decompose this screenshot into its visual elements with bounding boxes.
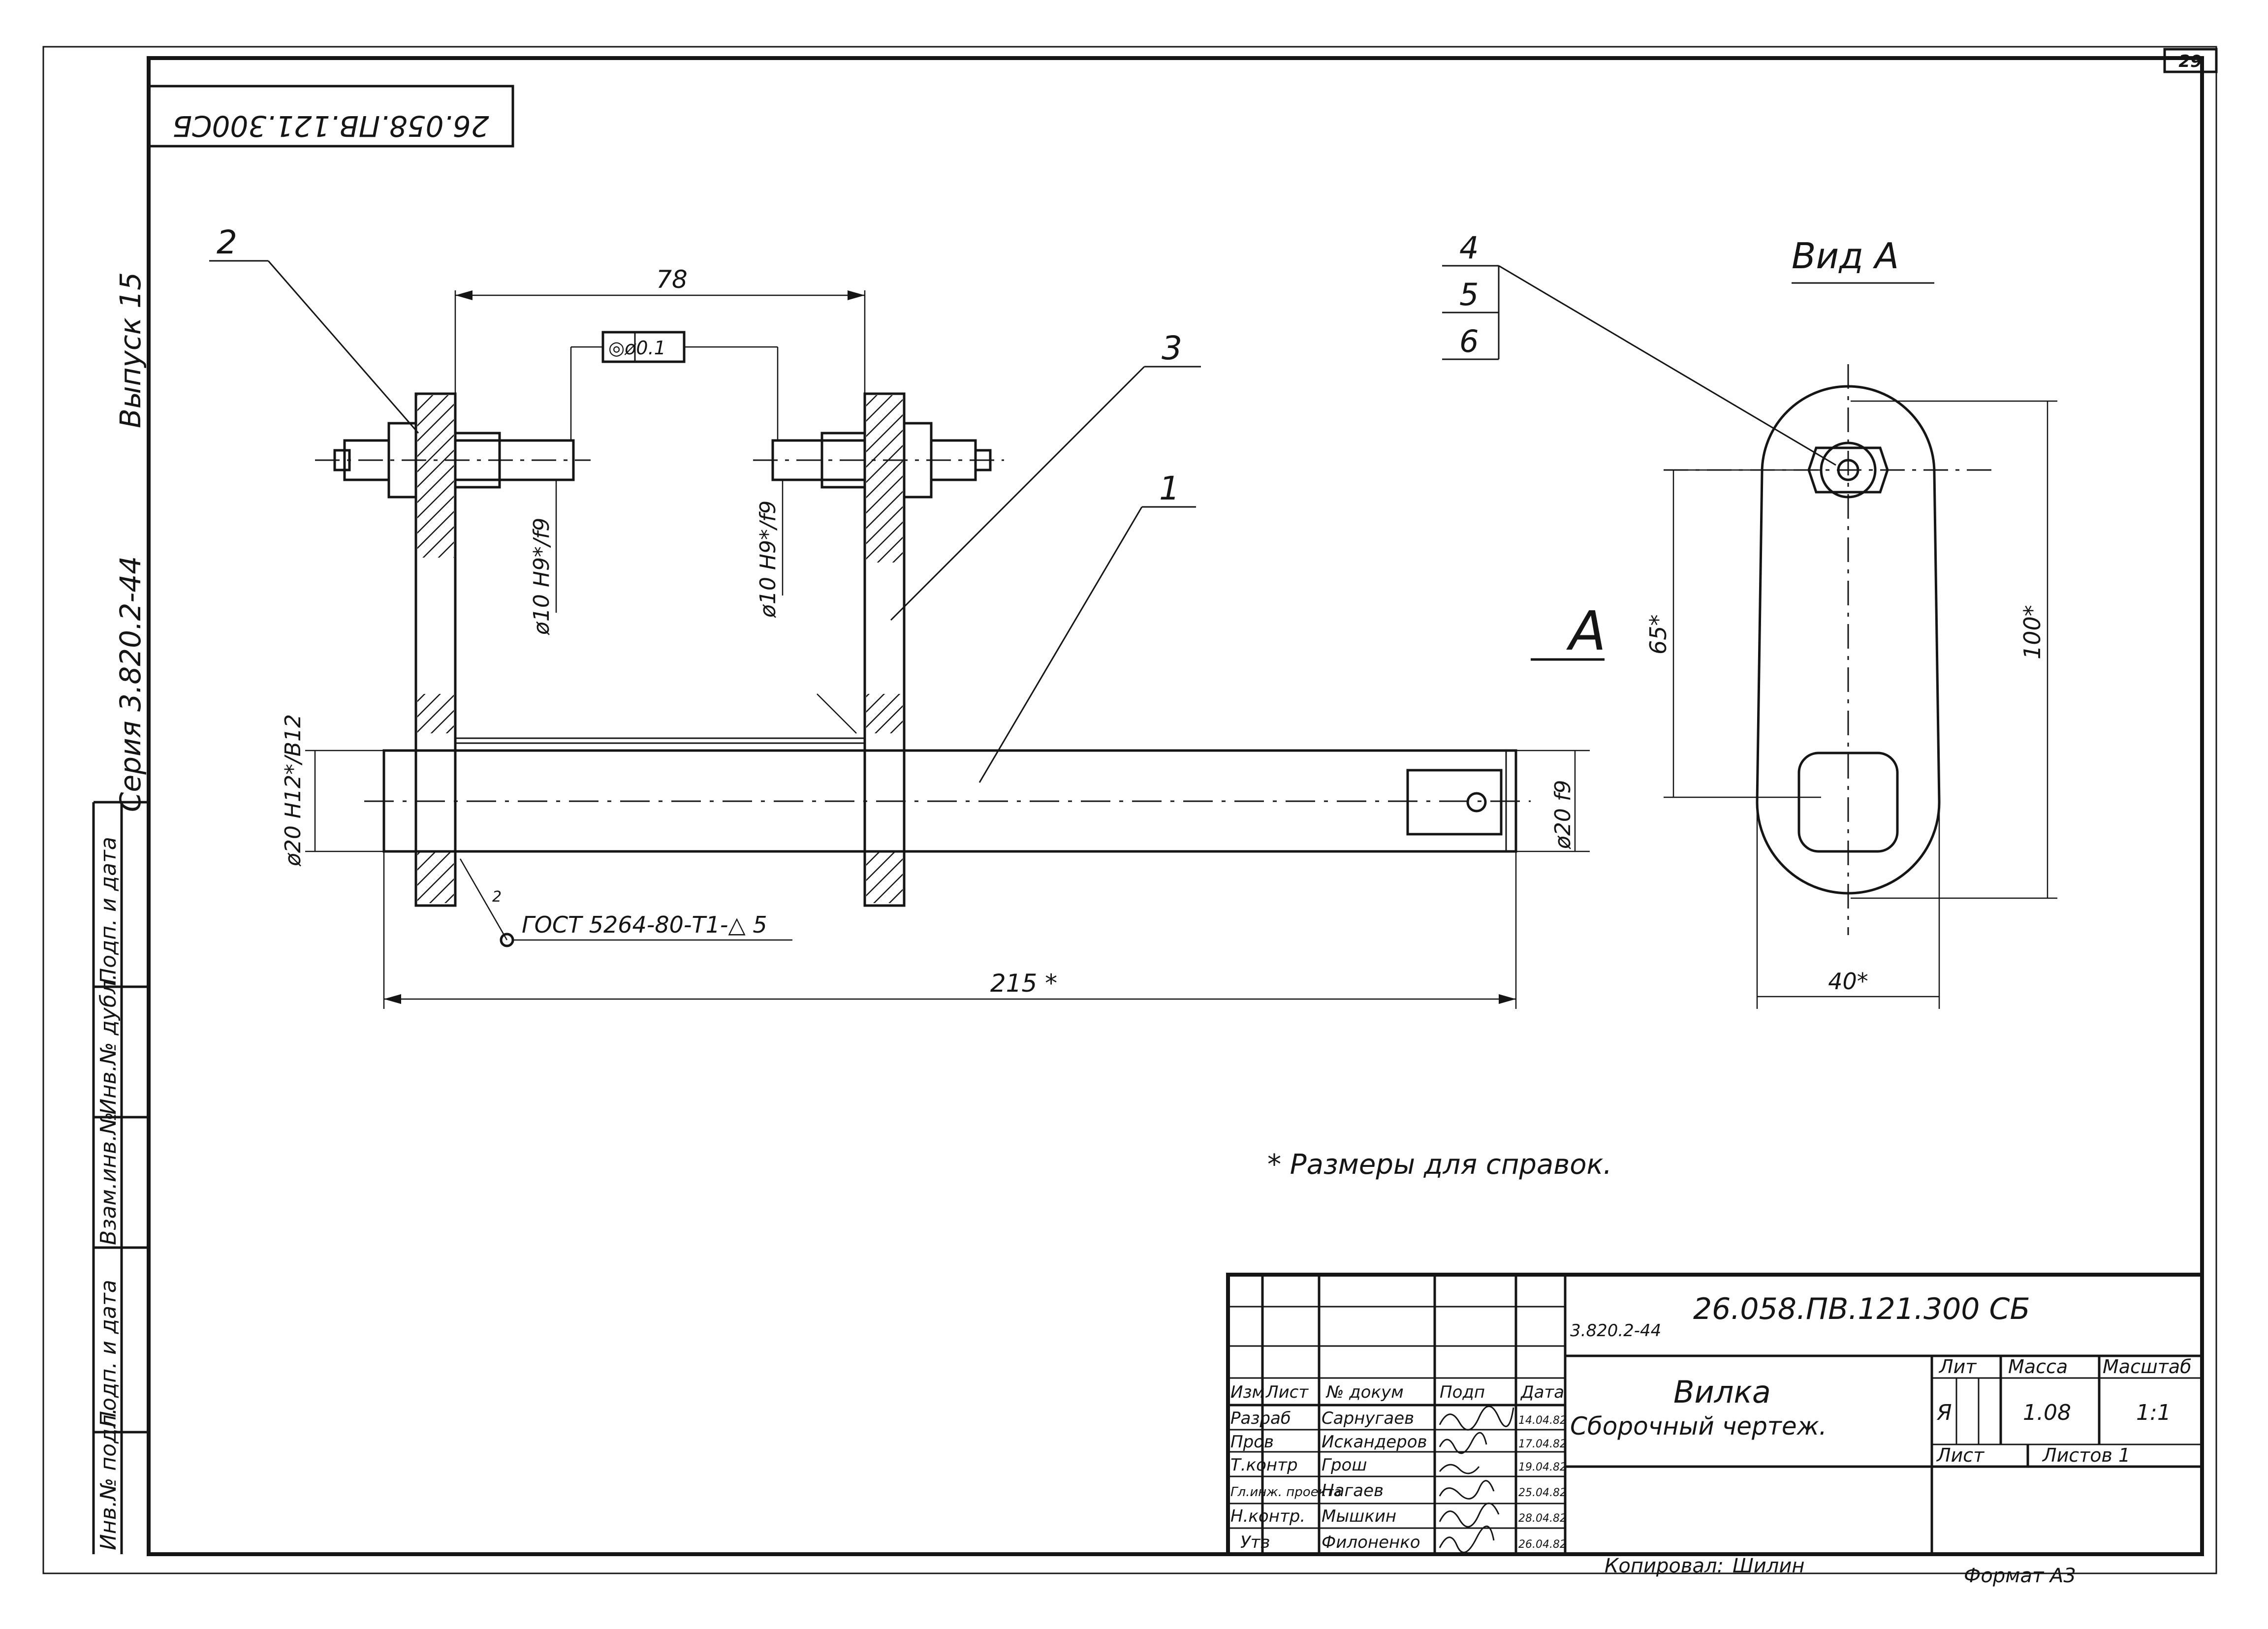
sign-date: 28.04.82 <box>1518 1512 1567 1525</box>
signature-row: Т.контр Грош 19.04.82 <box>1230 1455 1567 1475</box>
copied-by-signature: Шилин <box>1732 1555 1804 1577</box>
sign-date: 17.04.82 <box>1518 1438 1567 1450</box>
dim-100: 100* <box>2019 605 2046 659</box>
hdr-docno: № докум <box>1325 1382 1404 1402</box>
strip-label-3: Взам.инв.№ <box>96 1112 121 1245</box>
view-a-title: Вид А <box>1792 235 1899 277</box>
signature-row: Н.контр. Мышкин 28.04.82 <box>1230 1506 1567 1526</box>
signer-name: Мышкин <box>1322 1506 1396 1526</box>
signature-row: Гл.инж. проекта Нагаев 25.04.82 <box>1230 1481 1567 1501</box>
role-label: Разраб <box>1230 1409 1291 1428</box>
view-a: Вид А 4 5 6 65* 100* 40* <box>1442 230 2057 1009</box>
val-mass: 1.08 <box>2023 1400 2071 1425</box>
part-name: Вилка <box>1673 1374 1771 1410</box>
doc-type: Сборочный чертеж. <box>1570 1412 1827 1441</box>
hdr-sheet: Лист <box>1265 1382 1309 1402</box>
signer-name: Сарнугаев <box>1322 1409 1414 1428</box>
dim-65: 65* <box>1645 614 1671 655</box>
front-view: 78 ◎ø0.1 ø10 H9*/f9 ø10 H9*/f9 ø20 H12*/… <box>209 223 1606 1009</box>
lever-body <box>1756 385 1941 895</box>
strip-label-4: Подп. и дата <box>96 1280 121 1427</box>
page-number: 29 <box>2178 52 2202 71</box>
val-letter: Я <box>1936 1400 1952 1425</box>
shaft-key <box>1406 769 1503 836</box>
strip-label-1: Подп. и дата <box>96 837 121 984</box>
sign-date: 14.04.82 <box>1518 1414 1567 1427</box>
hdr-sign: Подп <box>1440 1382 1485 1402</box>
hdr-scale: Масштаб <box>2103 1356 2192 1378</box>
outer-frame <box>42 46 2217 1574</box>
rotated-code-box <box>147 85 514 148</box>
sign-date: 26.04.82 <box>1518 1538 1567 1551</box>
signature-row: Пров Искандеров 17.04.82 <box>1230 1432 1567 1452</box>
signature-row: Утв Филоненко 26.04.82 <box>1240 1533 1567 1552</box>
reference-note: * Размеры для справок. <box>1267 1149 1612 1181</box>
signature-scribbles <box>1439 1406 1514 1553</box>
format-label: Формат А3 <box>1964 1565 2076 1587</box>
weld-leg: 2 <box>492 888 502 906</box>
dim-78: 78 <box>656 265 688 294</box>
dim-215: 215 * <box>990 969 1057 998</box>
dim-bore-left: ø10 H9*/f9 <box>529 518 554 635</box>
callout-1: 1 <box>1159 470 1180 507</box>
role-label: Утв <box>1240 1533 1270 1552</box>
series-code: 3.820.2-44 <box>1570 1321 1661 1341</box>
callout-4: 4 <box>1459 230 1479 266</box>
hdr-letter: Лит <box>1938 1356 1977 1378</box>
inner-frame <box>147 56 2204 1556</box>
signer-name: Филоненко <box>1322 1533 1420 1552</box>
issue-label: Выпуск 15 <box>114 272 147 428</box>
sign-date: 19.04.82 <box>1518 1461 1567 1473</box>
dim-shaft-right: ø20 f9 <box>1550 780 1575 849</box>
hdr-sheet-label: Лист <box>1936 1444 1985 1466</box>
role-label: Н.контр. <box>1230 1506 1305 1526</box>
section-letter: A <box>1566 599 1606 662</box>
document-code: 26.058.ПВ.121.300 СБ <box>1693 1292 2030 1326</box>
title-block: Изм Лист № докум Подп Дата Разраб Сарнуг… <box>1226 1273 2204 1556</box>
callout-2: 2 <box>217 223 237 261</box>
role-label: Гл.инж. проекта <box>1230 1485 1341 1500</box>
right-plate <box>863 392 906 907</box>
callout-5: 5 <box>1459 277 1479 313</box>
role-label: Пров <box>1230 1432 1274 1452</box>
signer-name: Нагаев <box>1322 1481 1384 1501</box>
hdr-date: Дата <box>1520 1382 1564 1402</box>
signature-row: Разраб Сарнугаев 14.04.82 <box>1230 1409 1567 1428</box>
sign-date: 25.04.82 <box>1518 1487 1567 1499</box>
tolerance-frame: ◎ø0.1 <box>608 337 666 359</box>
hdr-change: Изм <box>1230 1382 1264 1402</box>
dim-40: 40* <box>1828 968 1868 995</box>
callout-3: 3 <box>1162 329 1182 367</box>
hdr-sheets-count: Листов 1 <box>2042 1444 2130 1466</box>
val-scale: 1:1 <box>2136 1400 2171 1425</box>
strip-label-5: Инв.№ подл. <box>96 1408 121 1550</box>
strip-label-2: Инв.№ дубл. <box>96 973 121 1115</box>
dim-bore-right: ø10 H9*/f9 <box>756 501 781 618</box>
role-label: Т.контр <box>1230 1455 1298 1475</box>
left-strip: Подп. и дата Инв.№ дубл. Взам.инв.№ Подп… <box>92 801 149 1554</box>
copied-by: Копировал: <box>1605 1555 1724 1577</box>
rotated-code: 26.058.ПВ.121.300СБ <box>172 109 489 143</box>
signer-name: Искандеров <box>1322 1432 1427 1452</box>
series-label: Серия 3.820.2-44 <box>114 556 147 812</box>
dim-shaft-left: ø20 H12*/B12 <box>281 714 306 867</box>
left-plate <box>414 392 457 907</box>
callout-6: 6 <box>1459 323 1479 359</box>
hdr-mass: Масса <box>2008 1356 2068 1378</box>
weld-note: ГОСТ 5264-80-Т1-△ 5 <box>522 911 767 938</box>
signer-name: Грош <box>1322 1455 1367 1475</box>
page-number-box <box>2163 48 2218 73</box>
